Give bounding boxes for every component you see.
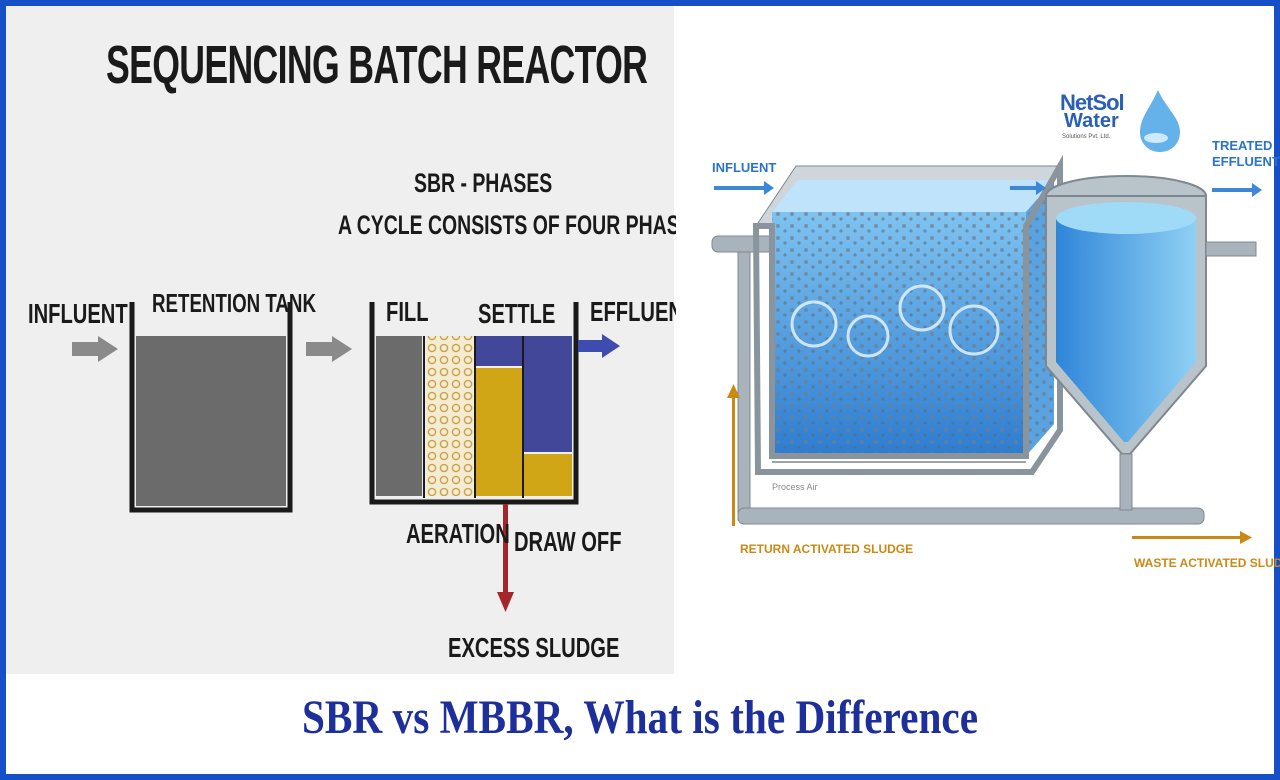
logo-line1: NetSol [1060,90,1125,115]
excess-sludge-label: EXCESS SLUDGE [448,632,620,663]
settle-phase-sludge [476,368,522,496]
waste-sludge-label: WASTE ACTIVATED SLUDGE [1134,556,1280,570]
effluent-arrow [578,334,620,358]
clarifier [1045,175,1207,511]
retention-tank [129,302,293,513]
process-graphic [711,154,1262,544]
flow-arrows [714,181,1262,544]
influent-label: INFLUENT [28,298,128,329]
process-air-label: Process Air [772,482,818,492]
activated-sludge-diagram: INFLUENT TREATED EFFLUENT Process Air RE… [676,6,1280,674]
draw-off-label: DRAW OFF [514,526,622,557]
influent-label-right: INFLUENT [712,160,777,175]
aeration-phase [426,336,474,496]
water-drop-icon [1140,90,1180,152]
logo-tagline: Solutions Pvt. Ltd. [1062,134,1111,140]
excess-sludge-arrow [497,504,514,612]
settle-label: SETTLE [478,298,556,329]
sbr-diagram: SEQUENCING BATCH REACTOR SBR - PHASES A … [6,6,706,674]
aeration-tank [752,154,1063,475]
phases-title: SBR - PHASES [414,168,553,198]
draw-off-clear [524,336,572,452]
phases-subtitle: A CYCLE CONSISTS OF FOUR PHASES [338,210,706,240]
netsol-logo: NetSol Water Solutions Pvt. Ltd. [1060,88,1184,158]
fill-label: FILL [386,296,429,327]
retention-tank-label: RETENTION TANK [152,288,316,318]
sbr-tank [369,302,579,505]
treated-effluent-label-1: TREATED [1212,138,1273,153]
aeration-label: AERATION [406,518,510,549]
settle-phase-clear [476,336,522,366]
logo-line2: Water [1064,110,1119,132]
caption-title: SBR vs MBBR, What is the Difference [301,691,979,744]
draw-off-sludge [524,454,572,496]
caption-bar: SBR vs MBBR, What is the Difference [6,682,1274,774]
transfer-arrow [306,336,352,362]
return-sludge-label: RETURN ACTIVATED SLUDGE [740,542,914,556]
sbr-graphic [72,302,620,612]
influent-arrow [72,336,118,362]
fill-phase [376,336,422,496]
diagram-title: SEQUENCING BATCH REACTOR [106,35,648,95]
treated-effluent-label-2: EFFLUENT [1212,154,1280,169]
